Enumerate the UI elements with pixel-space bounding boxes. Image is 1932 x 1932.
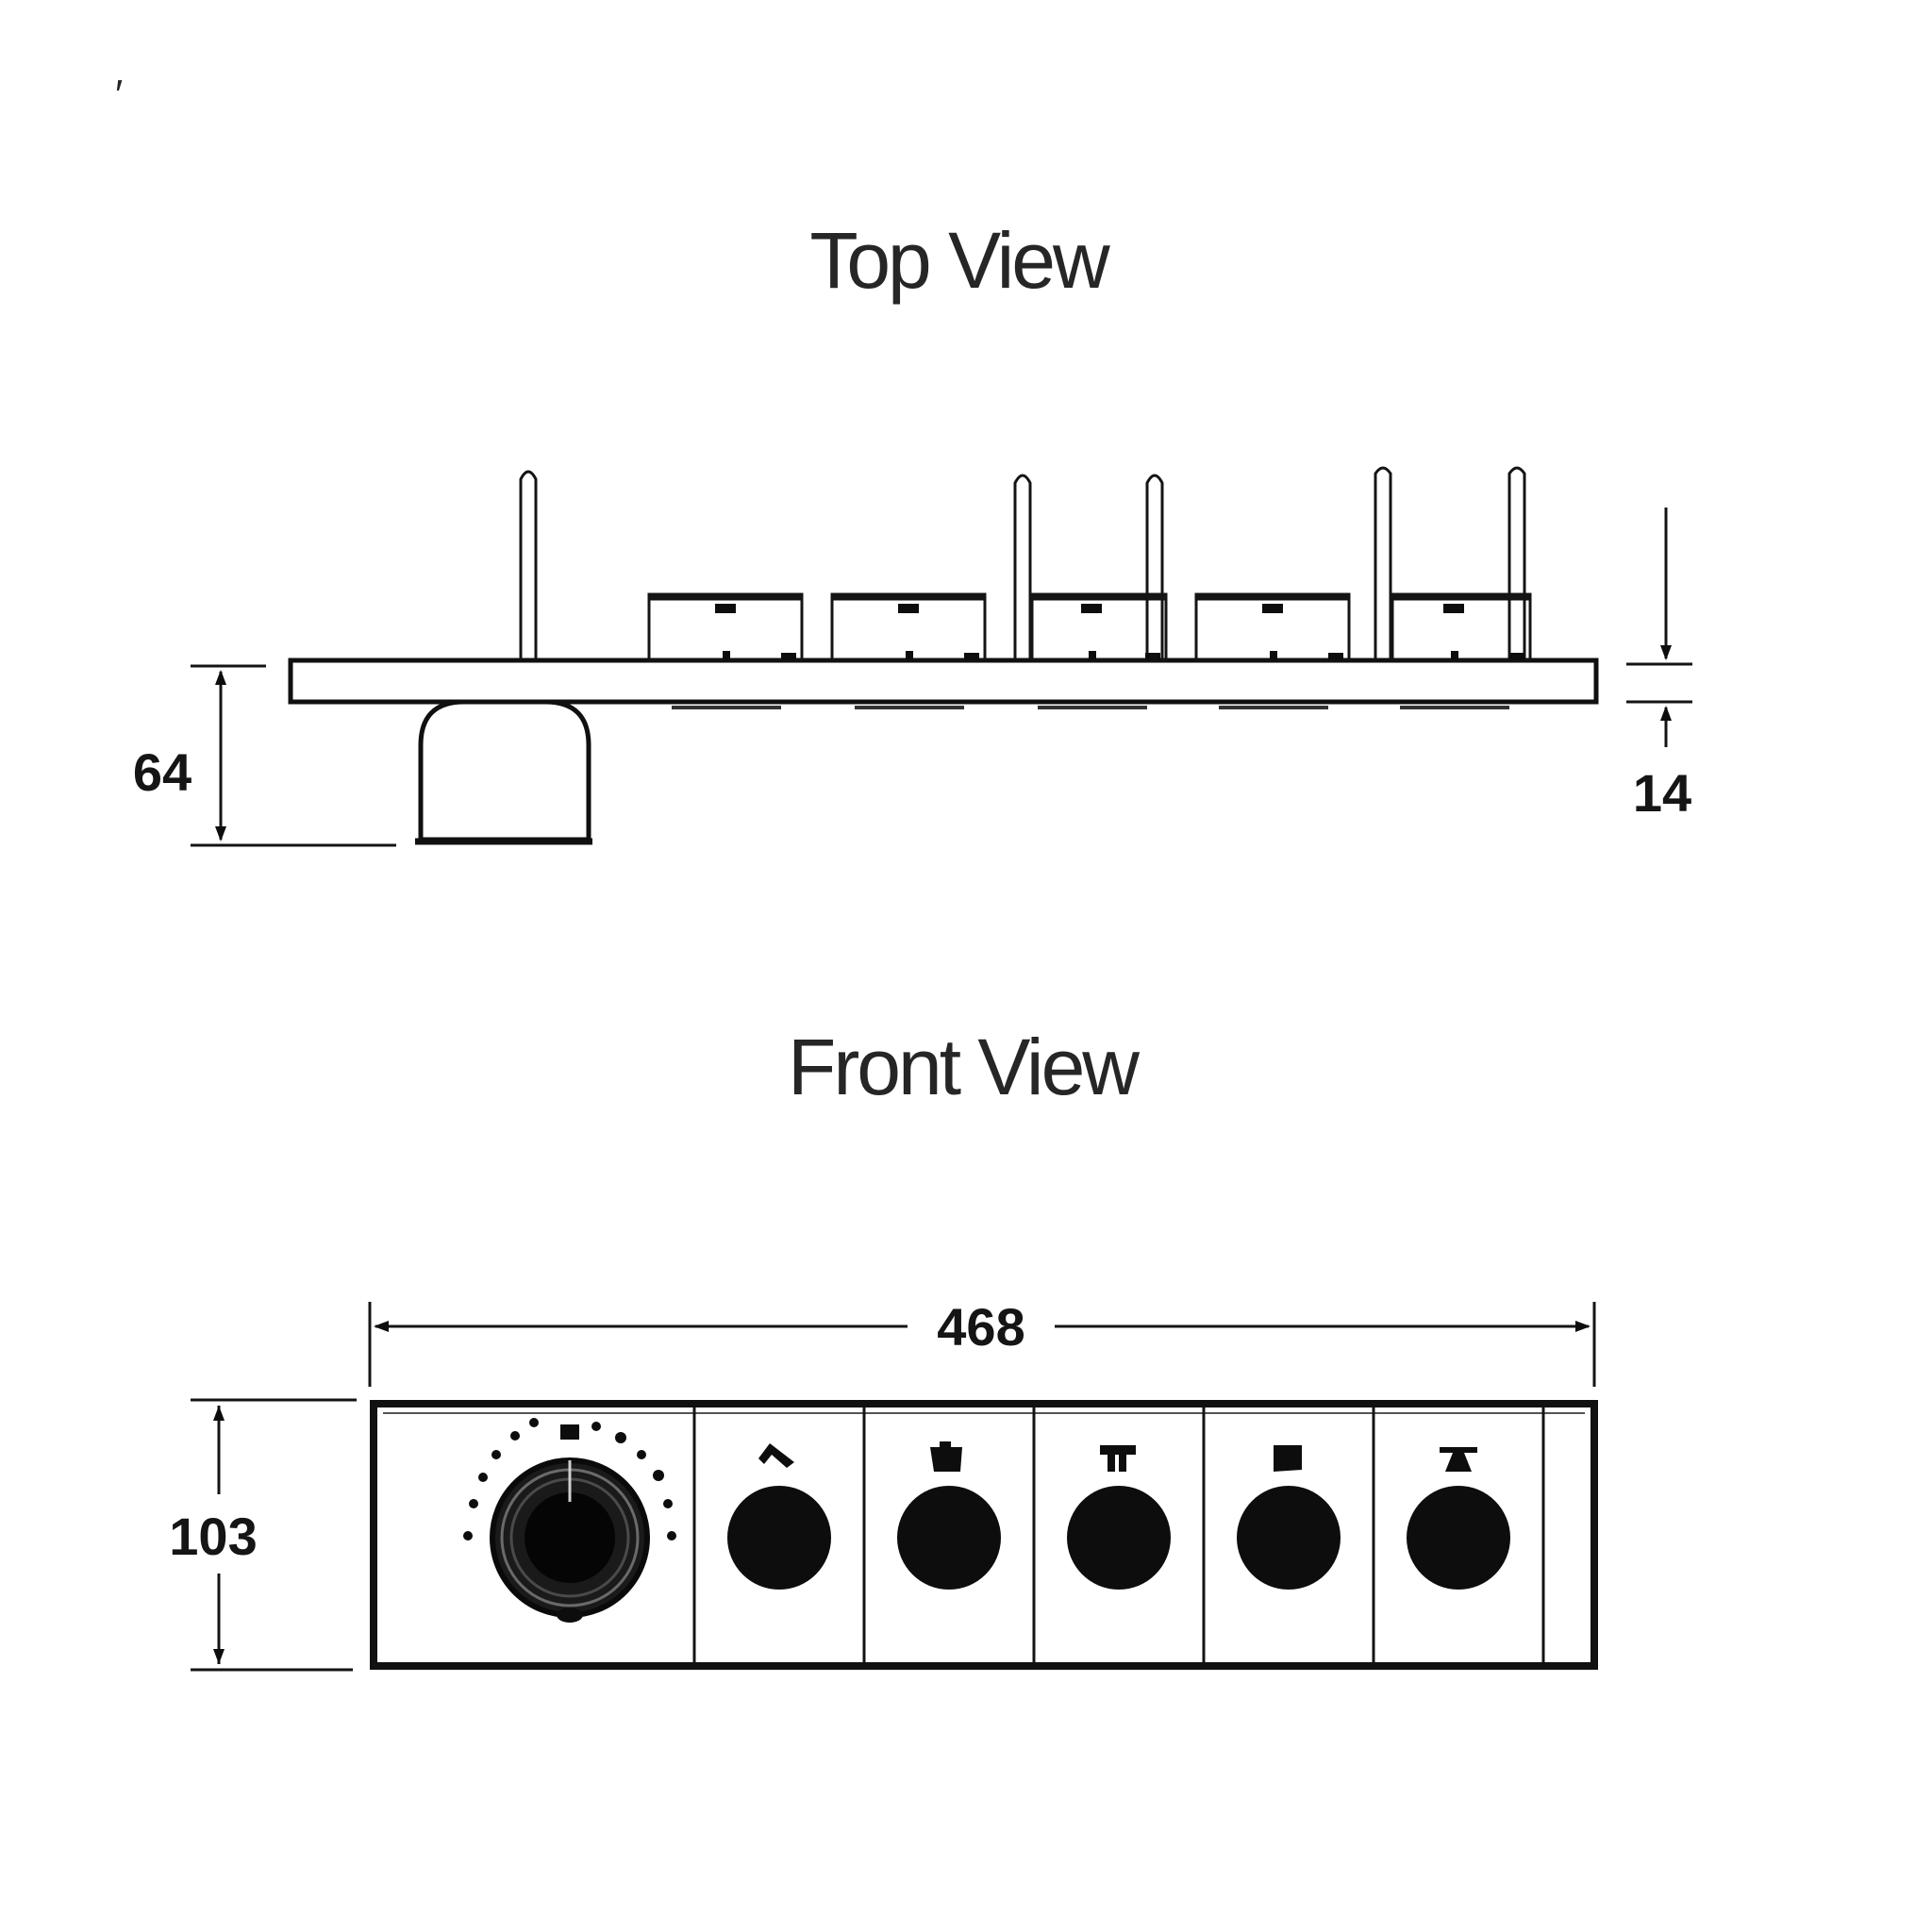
- valve-hand-shower: [727, 1443, 831, 1590]
- valve-knob: [897, 1486, 1001, 1590]
- top-view-button: [647, 592, 804, 709]
- valve-stem: [1507, 466, 1526, 660]
- stray-mark: ′: [115, 72, 123, 118]
- dimension-depth: 64: [133, 664, 396, 847]
- valve-stem: [1374, 466, 1392, 660]
- front-panel-frame: [370, 1400, 1598, 1670]
- valve-rain-shower: [1407, 1447, 1510, 1590]
- dimension-height: 103: [169, 1398, 357, 1672]
- valve-buttons: [727, 1441, 1510, 1590]
- dimension-width: 468: [368, 1297, 1596, 1387]
- valve-knob: [1407, 1486, 1510, 1590]
- top-view-button: [830, 592, 987, 709]
- dimension-height-label: 103: [169, 1507, 257, 1566]
- valve-stem: [519, 470, 538, 660]
- panel-dividers: [692, 1407, 1545, 1662]
- top-view-plate: [288, 658, 1599, 705]
- valve-knob: [1067, 1486, 1171, 1590]
- thermostat-body: [418, 699, 591, 842]
- temperature-scale-dots: [463, 1418, 676, 1541]
- valve-knob: [727, 1486, 831, 1590]
- top-view-title: Top View: [809, 216, 1110, 305]
- top-view-button: [1391, 592, 1532, 709]
- valve-double-outlet: [1067, 1445, 1171, 1590]
- bath-spout-icon: [930, 1441, 962, 1472]
- hand-shower-icon: [758, 1443, 794, 1468]
- dimension-depth-label: 64: [133, 742, 192, 802]
- valve-stem: [1145, 474, 1164, 660]
- front-view-title: Front View: [788, 1023, 1140, 1111]
- valve-stem: [1013, 474, 1032, 660]
- overhead-shower-icon: [1274, 1445, 1302, 1472]
- double-outlet-icon: [1100, 1445, 1136, 1472]
- top-view-button: [1030, 592, 1168, 709]
- thermostat-dial: [463, 1418, 676, 1623]
- top-view-drawing: 64 14: [133, 466, 1692, 847]
- top-view-buttons: [647, 592, 1532, 709]
- valve-bath-spout: [897, 1441, 1001, 1590]
- front-view-drawing: 468 103: [169, 1297, 1598, 1672]
- valve-overhead-shower: [1237, 1445, 1341, 1590]
- dimension-plate: 14: [1626, 508, 1692, 823]
- top-view-button: [1194, 592, 1351, 709]
- rain-shower-icon: [1440, 1447, 1477, 1472]
- valve-stems: [519, 466, 1526, 660]
- dimension-plate-label: 14: [1633, 763, 1691, 823]
- dimension-width-label: 468: [937, 1297, 1024, 1357]
- valve-knob: [1237, 1486, 1341, 1590]
